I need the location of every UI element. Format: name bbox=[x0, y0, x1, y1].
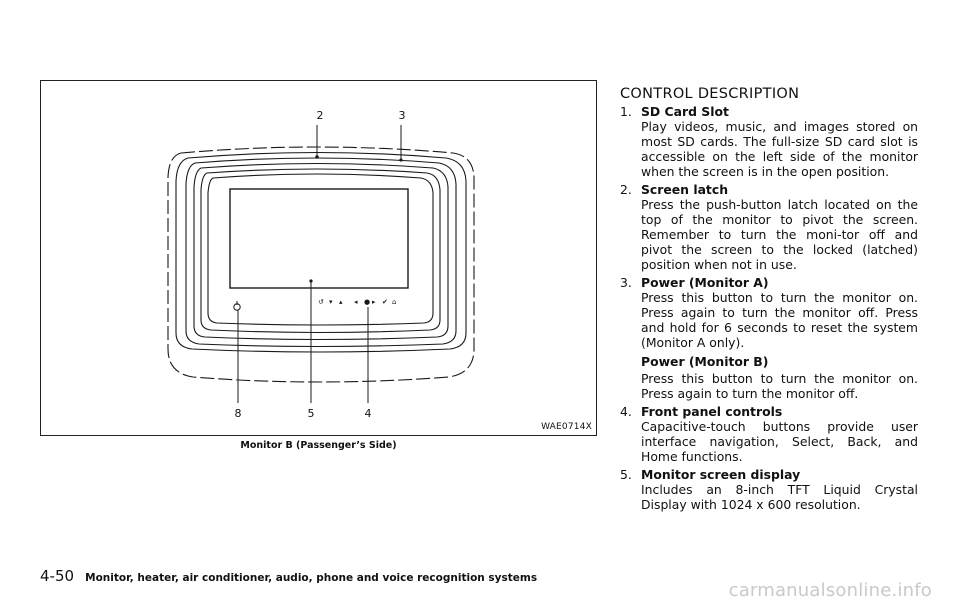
item-title: Power (Monitor A) bbox=[641, 275, 769, 290]
front-panel-controls: ↺ ▾ ▴ ◂ ● ▸ ✔ ⌂ bbox=[318, 298, 396, 306]
right-icon: ▸ bbox=[372, 298, 376, 306]
item-title: Monitor screen display bbox=[641, 467, 801, 482]
screen-center-dot bbox=[309, 279, 313, 283]
monitor-screen bbox=[229, 188, 409, 289]
figure-caption: Monitor B (Passenger’s Side) bbox=[240, 440, 397, 451]
section-title: CONTROL DESCRIPTION bbox=[620, 86, 800, 102]
callout-2: 2 bbox=[316, 109, 324, 122]
down-icon: ▾ bbox=[329, 298, 333, 306]
page-footer: 4-50 Monitor, heater, air conditioner, a… bbox=[40, 566, 537, 585]
item-number: 5. bbox=[620, 467, 632, 482]
control-item-screen-display: 5. Monitor screen display Includes an 8-… bbox=[620, 467, 918, 512]
housing-outline bbox=[167, 146, 475, 383]
item-body: Press this button to turn the monitor on… bbox=[641, 290, 918, 350]
item-number: 3. bbox=[620, 275, 632, 290]
item-body: Capacitive-touch buttons provide user in… bbox=[641, 419, 918, 464]
control-list: 1. SD Card Slot Play videos, music, and … bbox=[620, 104, 918, 515]
leader-lines bbox=[237, 125, 402, 403]
callout-3: 3 bbox=[398, 109, 406, 122]
up-icon: ▴ bbox=[339, 298, 343, 306]
item-body: Includes an 8-inch TFT Liquid Crystal Di… bbox=[641, 482, 918, 512]
callout-4: 4 bbox=[364, 407, 372, 420]
control-item-front-panel: 4. Front panel controls Capacitive-touch… bbox=[620, 404, 918, 464]
home-icon: ⌂ bbox=[392, 298, 396, 306]
page-number: 4-50 bbox=[40, 567, 75, 585]
item-title: SD Card Slot bbox=[641, 104, 729, 119]
item-title: Screen latch bbox=[641, 182, 729, 197]
select-icon: ● bbox=[364, 298, 370, 306]
item-title: Front panel controls bbox=[641, 404, 783, 419]
figure-code: WAE0714X bbox=[541, 422, 592, 432]
back-icon: ↺ bbox=[318, 298, 324, 306]
watermark: carmanualsonline.info bbox=[728, 580, 932, 601]
callout-8: 8 bbox=[234, 407, 242, 420]
callout-5: 5 bbox=[307, 407, 315, 420]
item-number: 1. bbox=[620, 104, 632, 119]
power-icon bbox=[233, 301, 241, 311]
item-body-secondary: Press this button to turn the monitor on… bbox=[641, 371, 918, 401]
monitor-figure: ↺ ▾ ▴ ◂ ● ▸ ✔ ⌂ 2 3 8 5 4 WAE0714X bbox=[40, 80, 597, 436]
item-number: 2. bbox=[620, 182, 632, 197]
monitor-illustration: ↺ ▾ ▴ ◂ ● ▸ ✔ ⌂ bbox=[167, 125, 475, 403]
item-body: Play videos, music, and images stored on… bbox=[641, 119, 918, 179]
item-subtitle: Power (Monitor B) bbox=[641, 354, 769, 369]
check-icon: ✔ bbox=[382, 298, 388, 306]
control-item-screen-latch: 2. Screen latch Press the push-button la… bbox=[620, 182, 918, 272]
item-body: Press the push-button latch located on t… bbox=[641, 197, 918, 272]
control-item-sd-card: 1. SD Card Slot Play videos, music, and … bbox=[620, 104, 918, 179]
control-item-power: 3. Power (Monitor A) Press this button t… bbox=[620, 275, 918, 401]
left-icon: ◂ bbox=[354, 298, 358, 306]
chapter-title: Monitor, heater, air conditioner, audio,… bbox=[85, 572, 538, 584]
item-number: 4. bbox=[620, 404, 632, 419]
